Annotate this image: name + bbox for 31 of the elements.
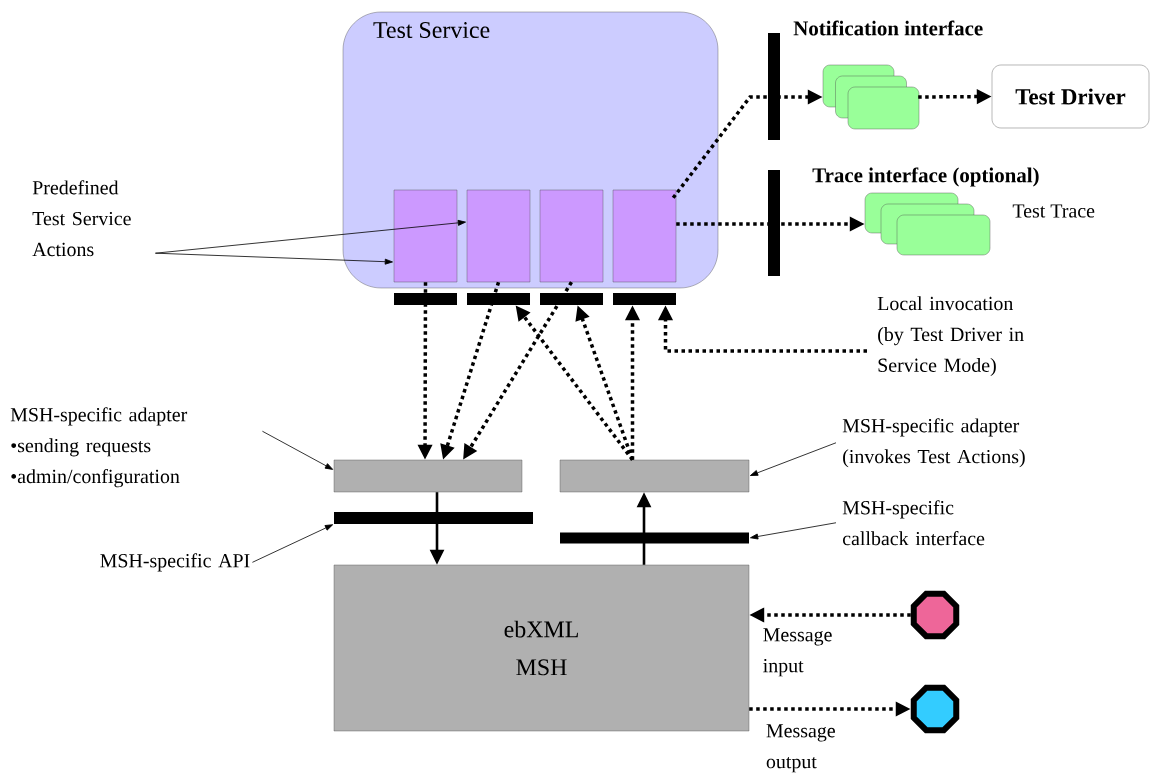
annotation-text: MSH-specific API bbox=[100, 553, 250, 572]
adapter-box bbox=[333, 459, 523, 493]
endpoint-octagon bbox=[910, 590, 960, 640]
leader-line bbox=[155, 219, 466, 254]
annotation-text: MSH-specific adapter (invokes Test Actions) bbox=[842, 418, 1025, 468]
interface-label: Notification interface bbox=[793, 20, 983, 36]
msh-box: ebXML MSH bbox=[333, 564, 750, 732]
action-box bbox=[393, 189, 458, 283]
edge-label: Message input bbox=[761, 627, 849, 678]
leader-line bbox=[252, 524, 334, 563]
driver-box: Test Driver bbox=[991, 64, 1150, 129]
message-stack bbox=[822, 64, 920, 130]
interface-label: Trace interface (optional) bbox=[812, 167, 1039, 187]
annotation-text: MSH-specific callback interface bbox=[842, 500, 985, 546]
endpoint-octagon bbox=[910, 684, 960, 734]
caption-text: Test Trace bbox=[1012, 204, 1095, 218]
leader-line bbox=[750, 442, 837, 476]
adapter-box bbox=[559, 459, 750, 493]
action-box bbox=[466, 189, 531, 283]
interface-bar bbox=[334, 512, 533, 524]
annotation-text: Predefined Test Service Actions bbox=[32, 180, 131, 257]
action-box bbox=[539, 189, 604, 283]
annotation-text: MSH-specific adapter •sending requests •admin/configuration bbox=[10, 407, 188, 488]
leader-line bbox=[750, 522, 837, 540]
interface-bar bbox=[394, 293, 457, 305]
action-box bbox=[612, 189, 677, 283]
edge-label: Message output bbox=[764, 723, 852, 774]
interface-bar bbox=[613, 293, 676, 305]
annotation-text: Local invocation (by Test Driver in Service Mode) bbox=[877, 296, 1024, 376]
interface-bar bbox=[540, 293, 603, 305]
leader-line bbox=[262, 430, 334, 470]
